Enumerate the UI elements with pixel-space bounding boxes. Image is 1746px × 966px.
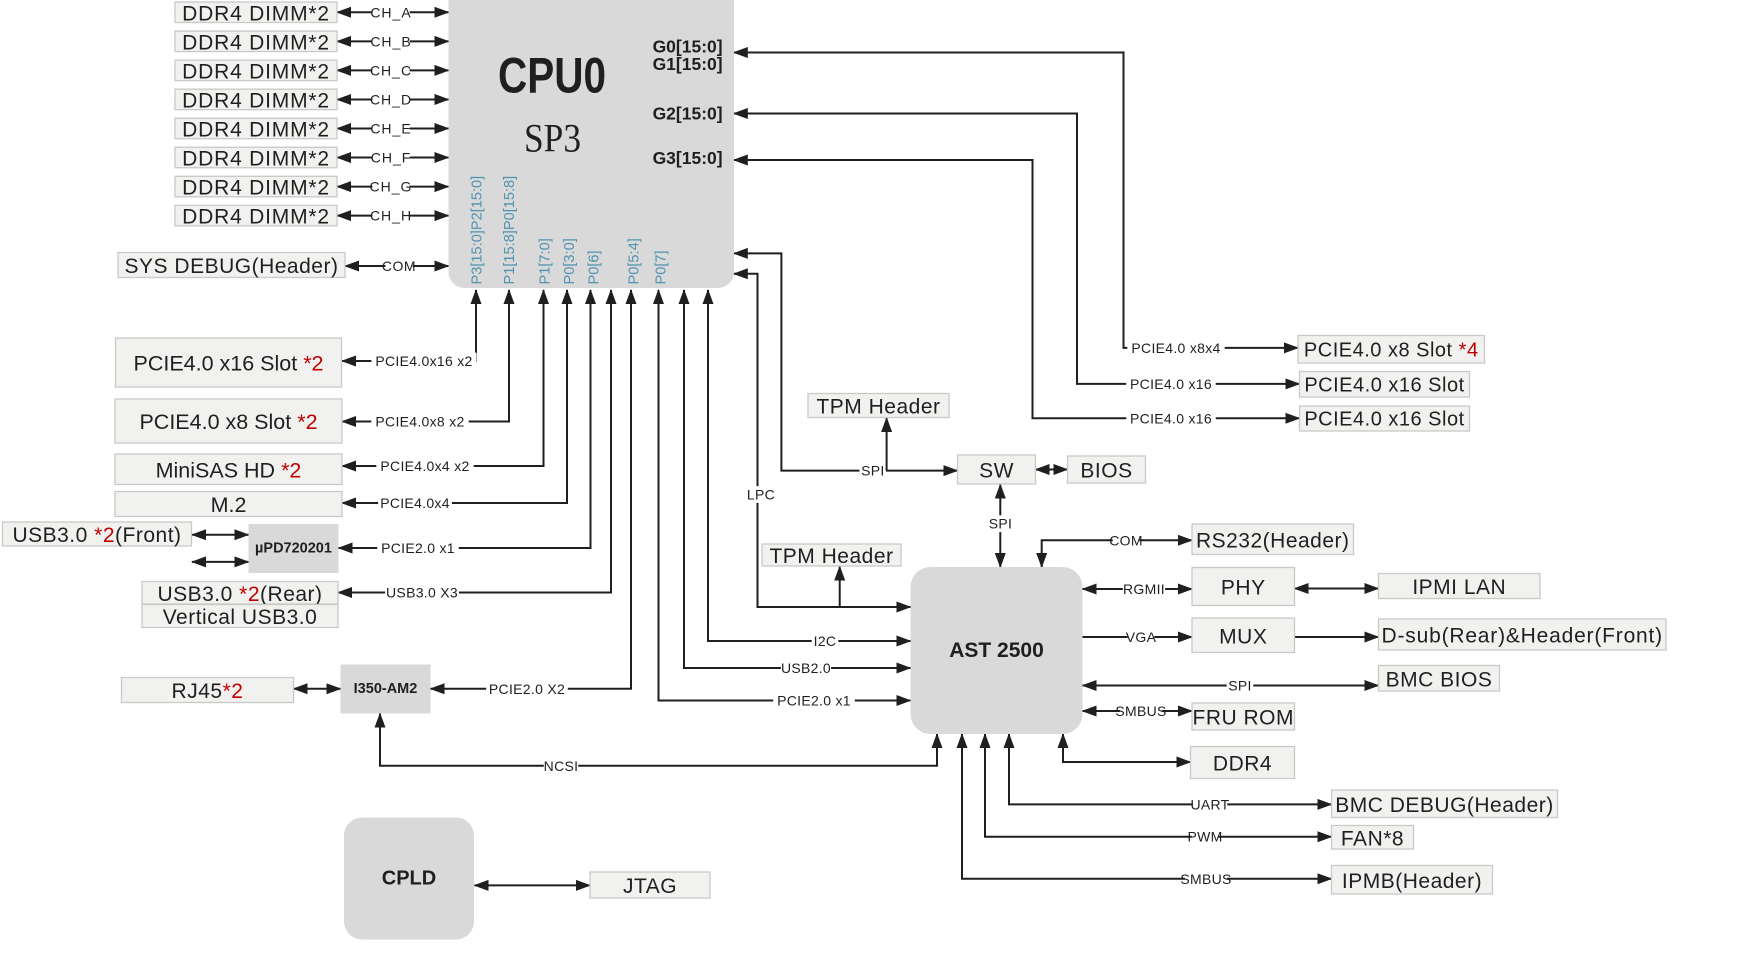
- svg-text:VGA: VGA: [1126, 629, 1157, 645]
- svg-text:UART: UART: [1190, 796, 1229, 812]
- svg-text:PCIE2.0 x1: PCIE2.0 x1: [777, 693, 851, 709]
- svg-text:CH_E: CH_E: [370, 121, 411, 137]
- svg-text:µPD720201: µPD720201: [255, 541, 332, 557]
- svg-text:G1[15:0]: G1[15:0]: [653, 54, 723, 74]
- svg-text:TPM Header: TPM Header: [816, 395, 940, 418]
- svg-text:DDR4 DIMM*2: DDR4 DIMM*2: [182, 118, 330, 141]
- svg-text:P0[7]: P0[7]: [654, 250, 670, 284]
- svg-text:CH_H: CH_H: [370, 208, 412, 224]
- svg-text:USB3.0 *2(Front): USB3.0 *2(Front): [12, 524, 181, 547]
- svg-text:AST 2500: AST 2500: [949, 639, 1044, 662]
- svg-text:PCIE4.0 x16 Slot *2: PCIE4.0 x16 Slot *2: [133, 352, 323, 376]
- svg-text:MiniSAS HD *2: MiniSAS HD *2: [156, 458, 302, 482]
- svg-text:COM: COM: [1109, 532, 1143, 548]
- svg-text:PCIE4.0 x16: PCIE4.0 x16: [1130, 376, 1212, 392]
- svg-text:SMBUS: SMBUS: [1180, 871, 1231, 887]
- svg-text:SPI: SPI: [989, 516, 1012, 532]
- svg-text:P1[15:8]P0[15:8]: P1[15:8]P0[15:8]: [502, 176, 518, 285]
- svg-text:DDR4 DIMM*2: DDR4 DIMM*2: [182, 31, 330, 54]
- svg-text:RS232(Header): RS232(Header): [1196, 529, 1350, 552]
- svg-text:P0[3:0]: P0[3:0]: [562, 238, 578, 284]
- svg-text:RGMII: RGMII: [1123, 581, 1165, 597]
- svg-text:PCIE4.0x8 x2: PCIE4.0x8 x2: [375, 414, 464, 430]
- svg-text:PCIE4.0 x16 Slot: PCIE4.0 x16 Slot: [1304, 374, 1464, 396]
- svg-text:BMC BIOS: BMC BIOS: [1386, 668, 1493, 691]
- svg-text:BIOS: BIOS: [1080, 459, 1132, 482]
- svg-text:RJ45*2: RJ45*2: [172, 680, 244, 703]
- svg-text:DDR4 DIMM*2: DDR4 DIMM*2: [182, 147, 330, 170]
- svg-text:D-sub(Rear)&Header(Front): D-sub(Rear)&Header(Front): [1382, 624, 1663, 647]
- svg-text:P1[7:0]: P1[7:0]: [538, 238, 554, 284]
- svg-text:PWM: PWM: [1187, 829, 1222, 845]
- svg-text:SW: SW: [979, 459, 1014, 482]
- svg-text:PCIE2.0 x1: PCIE2.0 x1: [381, 540, 455, 556]
- svg-text:NCSI: NCSI: [544, 758, 579, 774]
- svg-text:DDR4 DIMM*2: DDR4 DIMM*2: [182, 176, 330, 199]
- svg-text:G3[15:0]: G3[15:0]: [653, 148, 723, 168]
- svg-text:I350-AM2: I350-AM2: [354, 681, 418, 697]
- svg-text:PCIE4.0 x16 Slot: PCIE4.0 x16 Slot: [1304, 409, 1464, 431]
- svg-text:M.2: M.2: [211, 493, 247, 517]
- svg-text:DDR4 DIMM*2: DDR4 DIMM*2: [182, 2, 330, 25]
- svg-text:CH_B: CH_B: [370, 33, 411, 49]
- svg-text:USB2.0: USB2.0: [781, 660, 831, 676]
- svg-text:CH_D: CH_D: [370, 91, 412, 107]
- svg-text:PCIE4.0x4: PCIE4.0x4: [380, 495, 450, 511]
- svg-text:PCIE4.0 x8 Slot *2: PCIE4.0 x8 Slot *2: [139, 410, 317, 434]
- svg-text:SP3: SP3: [524, 116, 581, 161]
- svg-text:CH_A: CH_A: [370, 4, 411, 20]
- svg-text:P0[6]: P0[6]: [587, 250, 603, 284]
- svg-text:SYS DEBUG(Header): SYS DEBUG(Header): [125, 255, 339, 278]
- svg-text:SPI: SPI: [861, 463, 884, 479]
- svg-text:BMC DEBUG(Header): BMC DEBUG(Header): [1335, 793, 1554, 816]
- svg-text:CPLD: CPLD: [382, 868, 436, 890]
- svg-text:I2C: I2C: [814, 633, 837, 649]
- svg-text:PCIE4.0 x16: PCIE4.0 x16: [1130, 410, 1212, 426]
- svg-text:IPMB(Header): IPMB(Header): [1342, 869, 1482, 892]
- svg-text:G0[15:0]: G0[15:0]: [653, 36, 723, 56]
- svg-text:DDR4 DIMM*2: DDR4 DIMM*2: [182, 89, 330, 112]
- svg-text:CH_F: CH_F: [371, 150, 412, 166]
- svg-text:Vertical USB3.0: Vertical USB3.0: [163, 606, 318, 629]
- svg-text:CH_C: CH_C: [370, 62, 412, 78]
- svg-text:DDR4 DIMM*2: DDR4 DIMM*2: [182, 205, 330, 228]
- svg-text:JTAG: JTAG: [623, 875, 677, 898]
- svg-text:PCIE4.0 x8x4: PCIE4.0 x8x4: [1131, 340, 1220, 356]
- svg-text:USB3.0 *2(Rear): USB3.0 *2(Rear): [157, 582, 322, 605]
- svg-text:USB3.0 X3: USB3.0 X3: [386, 585, 458, 601]
- svg-text:PCIE4.0 x8 Slot *4: PCIE4.0 x8 Slot *4: [1304, 339, 1479, 361]
- svg-text:DDR4 DIMM*2: DDR4 DIMM*2: [182, 60, 330, 83]
- svg-text:IPMI LAN: IPMI LAN: [1412, 576, 1506, 599]
- svg-text:LPC: LPC: [747, 487, 775, 503]
- svg-text:DDR4: DDR4: [1213, 752, 1272, 775]
- svg-text:SPI: SPI: [1228, 678, 1251, 694]
- svg-text:PCIE4.0x4 x2: PCIE4.0x4 x2: [380, 458, 469, 474]
- svg-text:PHY: PHY: [1221, 576, 1266, 599]
- svg-text:PCIE2.0 X2: PCIE2.0 X2: [489, 681, 565, 697]
- svg-text:PCIE4.0x16 x2: PCIE4.0x16 x2: [375, 353, 472, 369]
- svg-text:SMBUS: SMBUS: [1115, 703, 1166, 719]
- svg-text:TPM Header: TPM Header: [769, 545, 893, 568]
- svg-text:G2[15:0]: G2[15:0]: [653, 103, 723, 123]
- svg-text:FAN*8: FAN*8: [1341, 827, 1404, 850]
- svg-text:MUX: MUX: [1219, 625, 1267, 648]
- svg-text:CPU0: CPU0: [498, 48, 606, 104]
- svg-text:COM: COM: [382, 258, 416, 274]
- svg-text:CH_G: CH_G: [370, 179, 413, 195]
- svg-text:FRU ROM: FRU ROM: [1193, 706, 1295, 729]
- svg-text:P3[15:0]P2[15:0]: P3[15:0]P2[15:0]: [470, 176, 486, 285]
- svg-text:P0[5:4]: P0[5:4]: [627, 238, 643, 284]
